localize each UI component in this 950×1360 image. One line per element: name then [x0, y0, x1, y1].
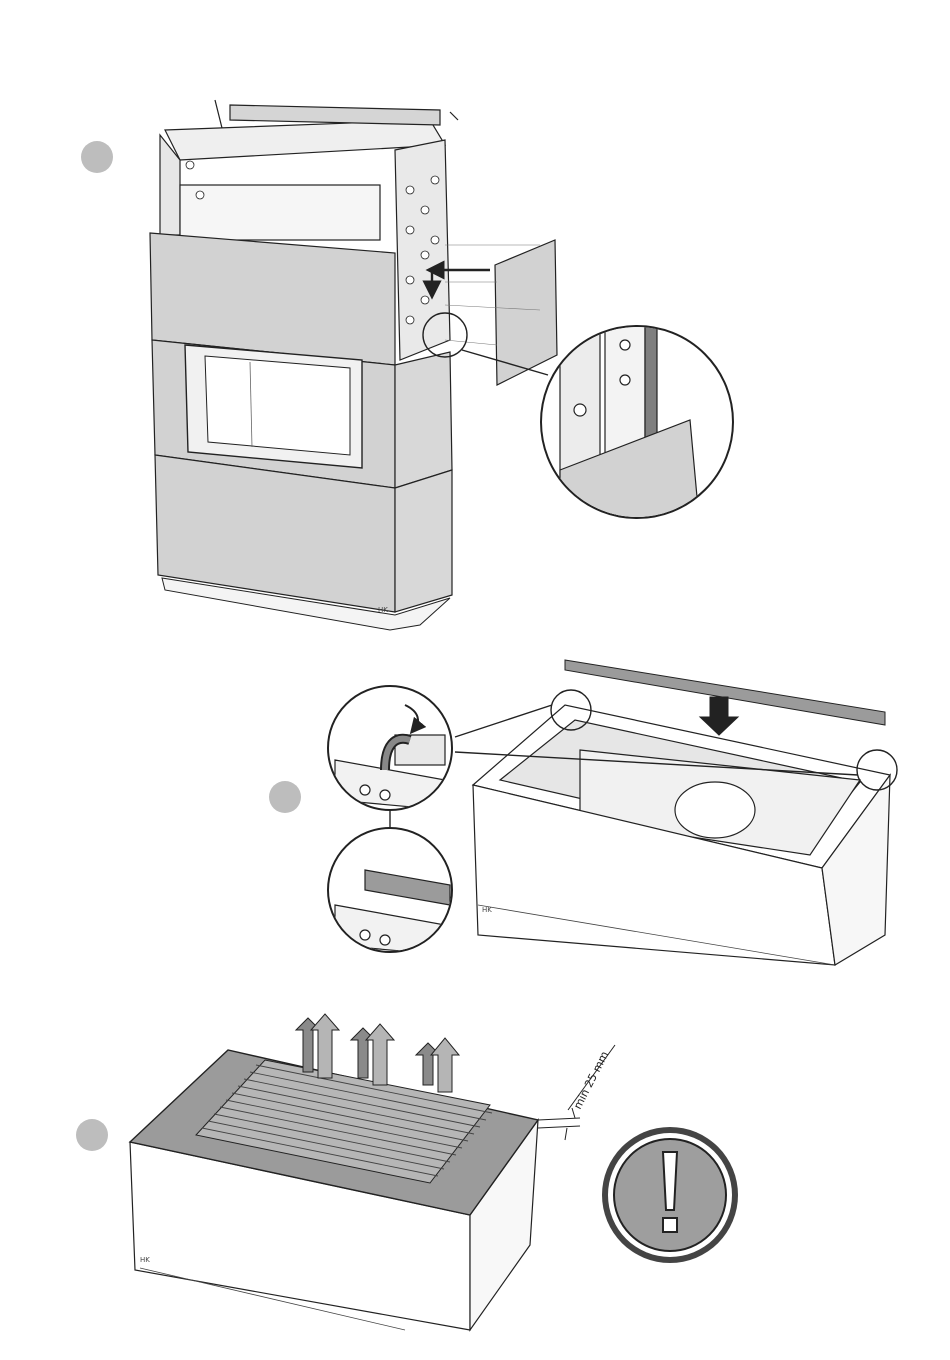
detail-callout-2a: [328, 686, 452, 810]
clearance-label: min 25 mm: [571, 1049, 611, 1111]
step-3: HK min 25 mm: [76, 1014, 738, 1330]
middle-side-panel: [395, 352, 452, 488]
lower-side-panel: [395, 470, 452, 612]
detail-callout-2b: [328, 828, 452, 955]
side-cladding-panel: [495, 240, 557, 385]
detail-callout-1: [541, 320, 733, 530]
brand-mark: HK: [378, 606, 388, 614]
exclamation-warning-icon: [602, 1127, 738, 1263]
place-down-arrow: [700, 697, 738, 735]
firebox-glass: [205, 356, 350, 455]
flue-opening: [675, 782, 755, 838]
step-2: HK: [269, 660, 897, 965]
step-2-marker: [269, 781, 301, 813]
stove-top-open: [473, 705, 890, 965]
brand-mark: HK: [482, 906, 492, 914]
step-1-marker: [81, 141, 113, 173]
step-3-marker: [76, 1119, 108, 1151]
brand-mark: HK: [140, 1256, 150, 1264]
step-1: HK: [81, 100, 733, 630]
